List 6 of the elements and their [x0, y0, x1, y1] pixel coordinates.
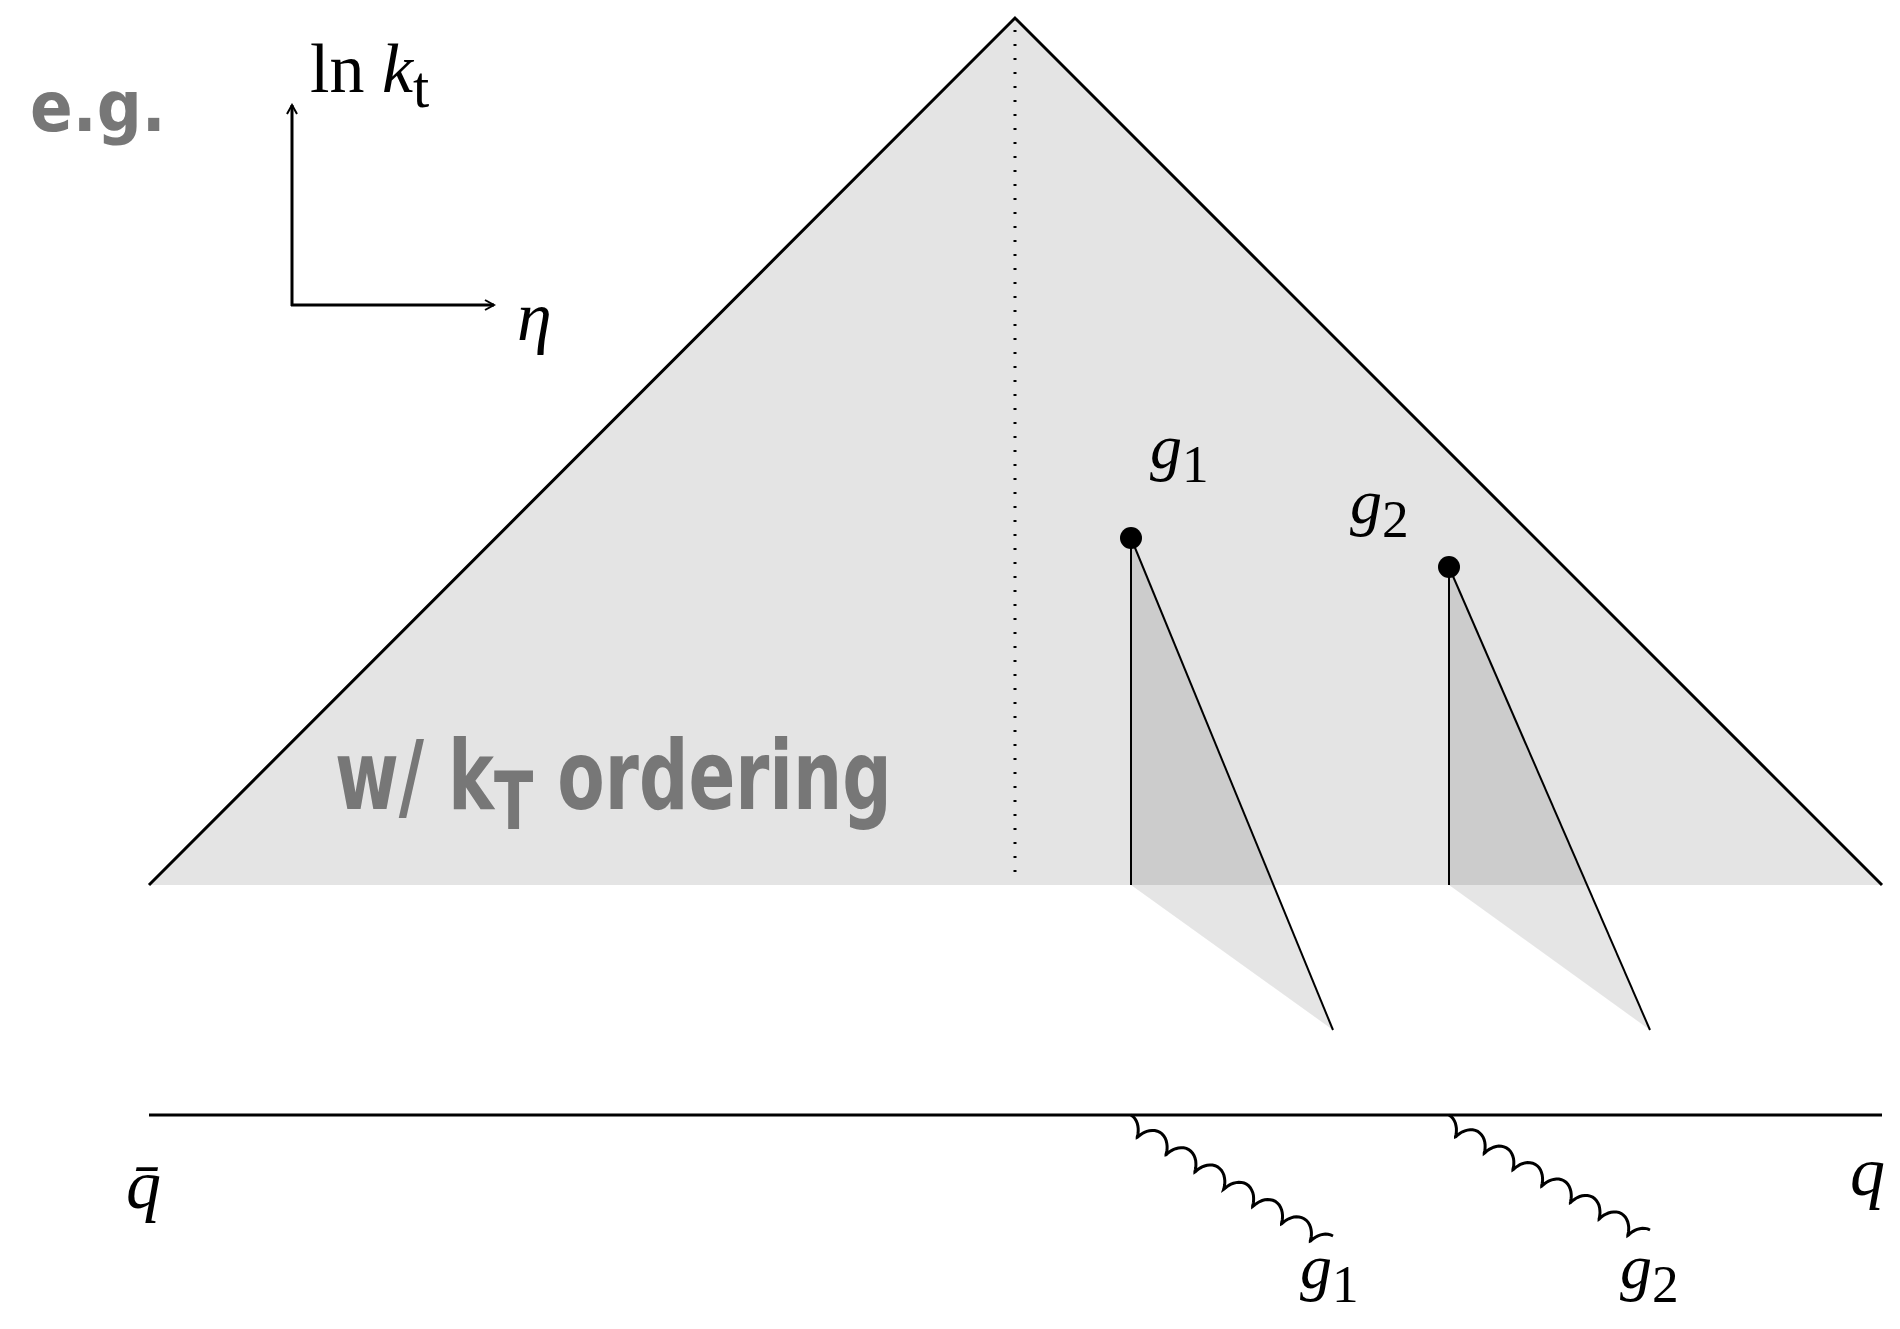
axis-label: ln k$_{t}$: [310, 34, 430, 118]
gluon-label: g$_{2}$: [1620, 1235, 1679, 1312]
region-label: w/ k$_{T}$ ordering: [335, 728, 892, 843]
gluon-label: g$_{1}$: [1300, 1235, 1359, 1312]
emission-label: g$_{2}$: [1350, 470, 1409, 547]
emission-label: g$_{1}$: [1150, 415, 1209, 492]
